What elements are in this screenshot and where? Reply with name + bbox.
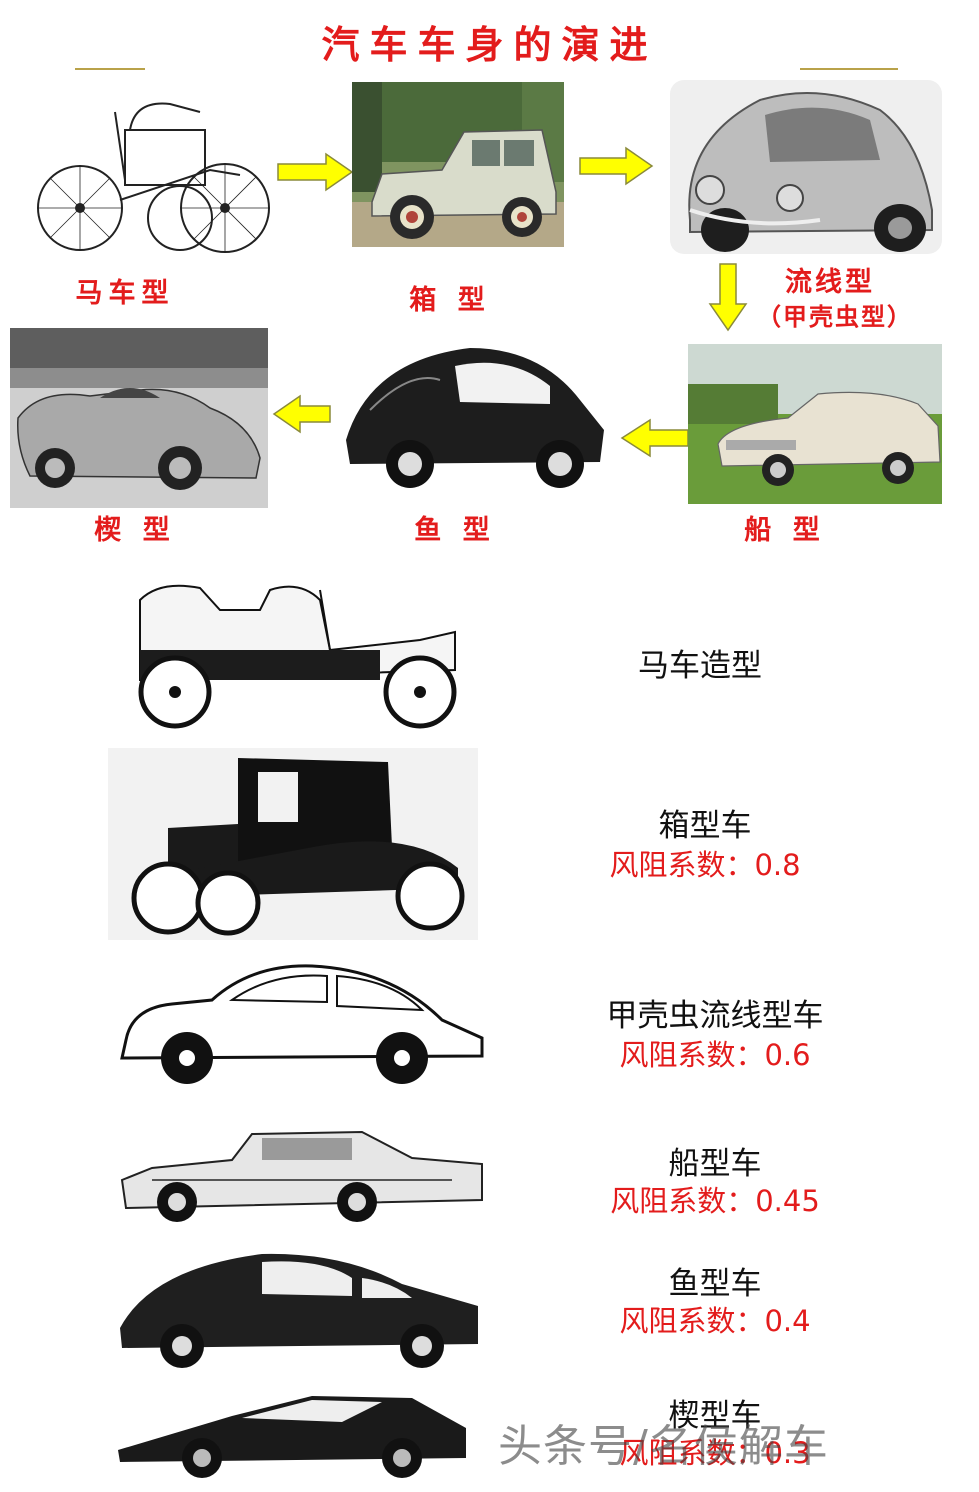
row-drag-box: 风阻系数：0.8: [609, 848, 801, 882]
decorative-line-right: [800, 68, 898, 70]
stage-label-fish: 鱼 型: [414, 515, 496, 546]
stage-label-beetle: （甲壳虫型）: [757, 302, 913, 331]
arrow-left-icon: [272, 394, 332, 434]
row-drag-beetle: 风阻系数：0.6: [619, 1038, 811, 1072]
row-drag-wedge: 风阻系数：0.3: [619, 1436, 811, 1470]
row-title-wedge: 楔型车: [668, 1398, 762, 1434]
row-title-box: 箱型车: [658, 808, 752, 844]
stage-label-carriage: 马车型: [75, 278, 175, 309]
fish-car-image: [340, 340, 608, 500]
arrow-left-icon: [620, 418, 690, 458]
beetle-car-photo: [670, 80, 942, 254]
row-image-beetle-car: [112, 960, 490, 1090]
stage-label-streamline: 流线型: [785, 267, 875, 298]
row-drag-fish: 风阻系数：0.4: [619, 1304, 811, 1338]
arrow-right-icon: [276, 152, 354, 192]
row-title-boat: 船型车: [668, 1146, 762, 1182]
stage-label-box: 箱 型: [409, 285, 491, 316]
wedge-car-photo: [10, 328, 268, 508]
row-image-fish-car: [112, 1248, 482, 1368]
page-title: 汽车车身的演进: [321, 22, 658, 67]
stage-label-boat: 船 型: [744, 515, 826, 546]
row-title-fish: 鱼型车: [668, 1266, 762, 1302]
boat-car-photo: [688, 344, 942, 504]
row-image-box-car: [108, 748, 478, 940]
arrow-right-icon: [578, 146, 654, 186]
stage-label-wedge: 楔 型: [94, 515, 176, 546]
arrow-down-icon: [708, 262, 748, 332]
decorative-line-left: [75, 68, 145, 70]
row-title-beetle: 甲壳虫流线型车: [606, 998, 824, 1034]
row-image-wedge-car: [112, 1388, 472, 1480]
watermark: 头条号/名侯解车: [498, 1421, 829, 1472]
row-drag-boat: 风阻系数：0.45: [610, 1184, 820, 1218]
row-image-boat-car: [112, 1120, 490, 1230]
row-image-carriage-car: [120, 570, 470, 735]
row-title-carriage: 马车造型: [638, 648, 762, 684]
box-car-photo: [352, 82, 564, 247]
carriage-car-image: [20, 90, 272, 255]
